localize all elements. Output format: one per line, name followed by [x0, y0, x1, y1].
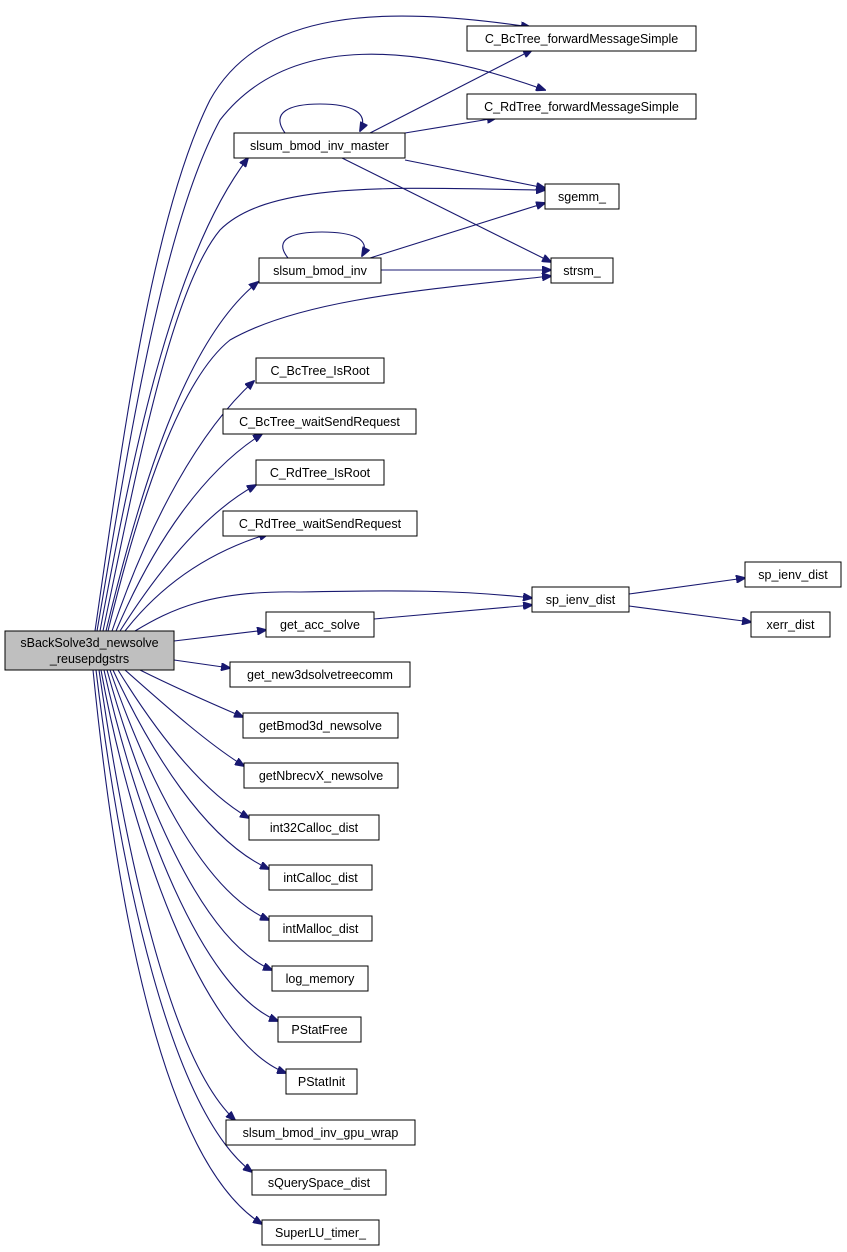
edge-root-to-c-rdtree-forwardmessagesimple [96, 53, 545, 632]
node-label: C_BcTree_IsRoot [271, 364, 370, 378]
edge-root-to-sp-ienv-dist [134, 590, 532, 632]
edge-bmod-inv-to-sgemm [369, 203, 545, 259]
edge-root-to-get-acc-solve [173, 630, 266, 642]
node-label: getNbrecvX_newsolve [259, 769, 383, 783]
node-label: PStatFree [291, 1023, 347, 1037]
node-label: sQuerySpace_dist [268, 1176, 371, 1190]
edge-root-to-intmalloc-dist [109, 669, 269, 920]
node-intmalloc-dist[interactable]: intMalloc_dist [268, 915, 373, 942]
node-label: slsum_bmod_inv_master [250, 139, 389, 153]
node-strsm[interactable]: strsm_ [550, 257, 614, 284]
node-get-acc-solve[interactable]: get_acc_solve [265, 611, 375, 638]
node-label: get_acc_solve [280, 618, 360, 632]
node-label: int32Calloc_dist [270, 821, 359, 835]
node-root-label-line2: _reusepdgstrs [49, 652, 129, 666]
node-label: intCalloc_dist [283, 871, 358, 885]
edge-root-to-superlu-timer [92, 669, 262, 1224]
edge-master-to-c-bctree [369, 50, 532, 134]
node-squeryspace-dist[interactable]: sQuerySpace_dist [251, 1169, 387, 1196]
node-label: SuperLU_timer_ [275, 1226, 367, 1240]
node-int32calloc-dist[interactable]: int32Calloc_dist [248, 814, 380, 841]
node-getnbrecvx-newsolve[interactable]: getNbrecvX_newsolve [243, 762, 399, 789]
node-c-rdtree-waitsendrequest[interactable]: C_RdTree_waitSendRequest [222, 510, 418, 537]
node-label: strsm_ [563, 264, 602, 278]
edge-root-to-getnbrecvx-newsolve [124, 669, 244, 766]
node-label: sp_ienv_dist [758, 568, 828, 582]
edge-sp-ienv-dist-to-sp-ienv-dist-right [628, 578, 745, 595]
node-sp-ienv-dist-right[interactable]: sp_ienv_dist [744, 561, 842, 588]
edge-slsum-bmod-inv-master-self [279, 103, 363, 134]
node-label: PStatInit [298, 1075, 346, 1089]
node-root-label-line1: sBackSolve3d_newsolve [20, 636, 158, 650]
node-label: slsum_bmod_inv_gpu_wrap [243, 1126, 399, 1140]
node-label: intMalloc_dist [283, 922, 359, 936]
edge-root-to-intcalloc-dist [112, 669, 269, 869]
node-label: C_BcTree_waitSendRequest [239, 415, 400, 429]
node-pstatfree[interactable]: PStatFree [277, 1016, 362, 1043]
edge-root-to-slsum-bmod-inv-gpu-wrap [98, 669, 235, 1120]
edge-sp-ienv-dist-to-xerr-dist [628, 605, 751, 622]
node-sgemm[interactable]: sgemm_ [544, 183, 620, 210]
node-sp-ienv-dist[interactable]: sp_ienv_dist [531, 586, 630, 613]
edge-master-to-c-rdtree [404, 118, 496, 134]
node-label: C_RdTree_IsRoot [270, 466, 371, 480]
edge-root-to-slsum-bmod-inv [105, 282, 258, 632]
node-log-memory[interactable]: log_memory [271, 965, 369, 992]
node-label: xerr_dist [767, 618, 815, 632]
edges [92, 15, 751, 1224]
node-label: get_new3dsolvetreecomm [247, 668, 393, 682]
edge-root-to-slsum-bmod-inv-master [99, 158, 248, 632]
node-c-bctree-forwardmessagesimple[interactable]: C_BcTree_forwardMessageSimple [466, 25, 697, 52]
edge-root-to-sgemm [102, 188, 545, 632]
edge-master-to-strsm [339, 156, 551, 262]
edge-root-to-get-new3dsolvetreecomm [173, 659, 230, 668]
edge-root-to-int32calloc-dist [117, 669, 249, 818]
edge-root-to-c-bctree-waitsendrequest [115, 434, 262, 632]
node-label: log_memory [286, 972, 356, 986]
edge-master-to-sgemm [404, 159, 545, 188]
node-intcalloc-dist[interactable]: intCalloc_dist [268, 864, 373, 891]
edge-root-to-pstatinit [100, 669, 286, 1073]
node-get-new3dsolvetreecomm[interactable]: get_new3dsolvetreecomm [229, 661, 411, 688]
edge-root-to-strsm [107, 276, 551, 632]
node-root[interactable]: sBackSolve3d_newsolve _reusepdgstrs [4, 630, 175, 671]
edge-root-to-c-bctree-forwardmessagesimple [94, 15, 530, 632]
edge-root-to-squeryspace-dist [95, 669, 252, 1172]
node-label: sgemm_ [558, 190, 607, 204]
node-c-bctree-waitsendrequest[interactable]: C_BcTree_waitSendRequest [222, 408, 417, 435]
node-label: getBmod3d_newsolve [259, 719, 382, 733]
edge-slsum-bmod-inv-self [282, 231, 365, 259]
node-c-bctree-isroot[interactable]: C_BcTree_IsRoot [255, 357, 385, 384]
node-label: slsum_bmod_inv [273, 264, 368, 278]
node-c-rdtree-isroot[interactable]: C_RdTree_IsRoot [255, 459, 385, 486]
edge-root-to-c-rdtree-isroot [119, 485, 256, 632]
node-superlu-timer[interactable]: SuperLU_timer_ [261, 1219, 380, 1246]
edge-root-to-c-rdtree-waitsendrequest [124, 534, 268, 632]
node-pstatinit[interactable]: PStatInit [285, 1068, 358, 1095]
edge-root-to-log-memory [106, 669, 272, 970]
edge-root-to-c-bctree-isroot [111, 381, 254, 632]
node-slsum-bmod-inv[interactable]: slsum_bmod_inv [258, 257, 382, 284]
node-c-rdtree-forwardmessagesimple[interactable]: C_RdTree_forwardMessageSimple [466, 93, 697, 120]
node-label: sp_ienv_dist [546, 593, 616, 607]
node-label: C_RdTree_waitSendRequest [239, 517, 402, 531]
edge-root-to-getbmod3d-newsolve [139, 669, 243, 717]
edge-get-acc-solve-to-sp-ienv-dist [373, 605, 532, 620]
node-slsum-bmod-inv-gpu-wrap[interactable]: slsum_bmod_inv_gpu_wrap [225, 1119, 416, 1146]
node-xerr-dist[interactable]: xerr_dist [750, 611, 831, 638]
edge-root-to-pstatfree [103, 669, 278, 1021]
node-label: C_BcTree_forwardMessageSimple [485, 32, 678, 46]
node-slsum-bmod-inv-master[interactable]: slsum_bmod_inv_master [233, 132, 406, 159]
nodes: sBackSolve3d_newsolve _reusepdgstrs C_Bc… [4, 25, 842, 1246]
node-getbmod3d-newsolve[interactable]: getBmod3d_newsolve [242, 712, 399, 739]
node-label: C_RdTree_forwardMessageSimple [484, 100, 679, 114]
